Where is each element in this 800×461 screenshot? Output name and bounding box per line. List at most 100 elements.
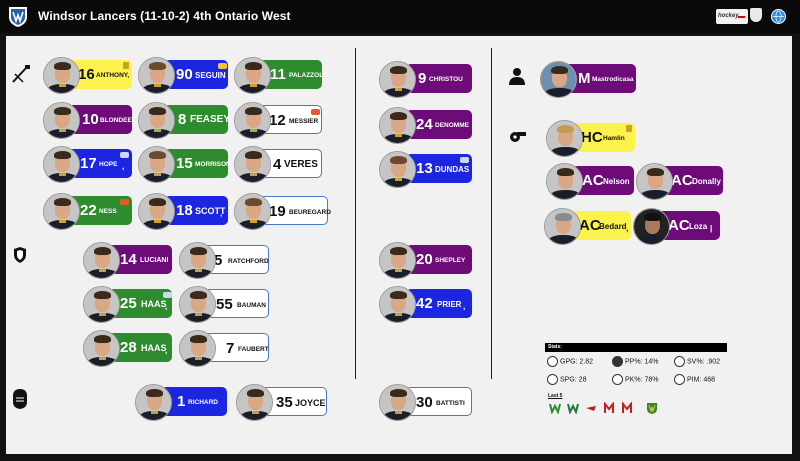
player-name: MORRISON	[195, 161, 231, 168]
staff-name: Mastrodicasa	[592, 76, 634, 83]
last5-result-icon	[567, 403, 579, 414]
player-card-goalie[interactable]: 1 RICHARD	[161, 387, 227, 416]
player-photo	[379, 384, 416, 421]
player-mark: ,	[165, 302, 168, 311]
player-name: FAUBERT	[238, 346, 269, 353]
player-number: 12	[269, 112, 286, 129]
player-name: BEUREGARD	[289, 209, 331, 216]
league-crest-icon[interactable]	[750, 8, 762, 22]
goalie-mask-icon	[13, 389, 27, 409]
lineup-panel: 16 ANTHONY, 90 SEGUIN 11 PALAZZOLO 10 BL…	[6, 36, 792, 454]
staff-photo	[636, 163, 673, 200]
player-number: 30	[416, 394, 433, 411]
player-name: HOPE	[99, 161, 118, 168]
hockey-brand-icon[interactable]: hockey	[716, 9, 748, 24]
league-badge-icon	[120, 152, 129, 158]
player-card-goalie[interactable]: 30 BATTISTI	[406, 387, 472, 416]
player-mark: ,	[220, 209, 223, 218]
player-number: 13	[416, 160, 433, 177]
player-photo	[236, 384, 273, 421]
player-number: 15	[176, 155, 193, 172]
player-card-forward[interactable]: 18 SCOTT ,	[164, 196, 228, 225]
player-card-center[interactable]: 9 CHRISTOU	[406, 64, 472, 93]
stat-sv-value: SV%: .902	[687, 358, 721, 366]
player-number: 1	[177, 393, 186, 410]
column-divider	[355, 48, 356, 379]
player-photo	[138, 57, 175, 94]
team-logo-icon	[9, 7, 27, 27]
last5-result-icon	[622, 402, 632, 413]
player-name: BAUMAN	[237, 302, 266, 309]
league-badge-icon	[120, 199, 129, 205]
player-photo	[43, 57, 80, 94]
last5-result-icon	[647, 403, 657, 414]
player-card-forward[interactable]: 19 BEUREGARD	[258, 196, 331, 225]
player-number: 4	[273, 156, 282, 173]
crossed-sticks-icon	[12, 65, 30, 83]
last5-label: Last 5	[548, 393, 563, 399]
penalty-minutes-icon	[674, 374, 685, 385]
staff-mark: |	[710, 224, 713, 233]
staff-name: Nelson	[603, 177, 630, 186]
staff-name: Donally	[692, 177, 721, 186]
staff-role: AC	[582, 172, 604, 189]
player-photo	[234, 146, 271, 183]
player-number: 10	[82, 111, 99, 128]
player-name: HAAS	[141, 343, 167, 353]
player-card-center[interactable]: 13 DUNDAS	[406, 154, 472, 183]
player-photo	[234, 193, 271, 230]
captain-tag-icon	[626, 125, 632, 132]
player-name: PRIER	[437, 300, 462, 309]
player-number: 28	[120, 339, 137, 356]
shield-icon	[14, 247, 26, 263]
title-bar: Windsor Lancers (11-10-2) 4th Ontario We…	[0, 0, 800, 33]
player-name: VERES	[284, 159, 318, 170]
staff-photo	[546, 163, 583, 200]
player-number: 55	[216, 296, 233, 313]
player-number: 24	[416, 116, 433, 133]
penalty-kill-icon	[612, 374, 623, 385]
staff-role: AC	[668, 217, 690, 234]
player-name: RATCHFORD	[228, 258, 269, 265]
player-photo	[379, 61, 416, 98]
player-photo	[43, 146, 80, 183]
player-card-defense[interactable]: 42 PRIER ,	[406, 289, 472, 318]
goal-icon	[547, 356, 558, 367]
player-name: BLONDEEL	[100, 117, 136, 124]
power-play-icon	[612, 356, 623, 367]
globe-icon[interactable]	[771, 9, 786, 24]
player-photo	[138, 146, 175, 183]
player-photo	[43, 193, 80, 230]
player-number: 42	[416, 295, 433, 312]
player-mark: ,	[165, 346, 168, 355]
player-number: 19	[269, 203, 286, 220]
brand-stripe	[738, 16, 745, 18]
player-photo	[379, 242, 416, 279]
whistle-icon	[510, 132, 526, 142]
player-photo	[83, 330, 120, 367]
player-number: 16	[78, 66, 95, 83]
staff-role: HC	[581, 129, 603, 146]
player-photo	[83, 242, 120, 279]
league-badge-icon	[218, 63, 227, 69]
player-photo	[379, 107, 416, 144]
stat-gpg: GPG: 2.82	[547, 356, 593, 367]
player-photo	[234, 102, 271, 139]
player-mark: ,	[463, 302, 466, 311]
player-number: 90	[176, 66, 193, 83]
player-card-center[interactable]: 24 DENOMME	[406, 110, 472, 139]
shot-icon	[547, 374, 558, 385]
player-number: 5	[214, 252, 223, 269]
player-name: ANTHONY,	[96, 72, 130, 79]
player-photo	[138, 102, 175, 139]
player-number: 18	[176, 202, 193, 219]
player-photo	[179, 330, 216, 367]
player-card-defense[interactable]: 20 SHEPLEY	[406, 245, 472, 274]
column-divider	[491, 48, 492, 379]
player-name: DENOMME	[435, 122, 469, 129]
player-photo	[234, 57, 271, 94]
save-icon	[674, 356, 685, 367]
player-number: 17	[80, 155, 97, 172]
stats-header-label: Stats:	[548, 344, 562, 350]
